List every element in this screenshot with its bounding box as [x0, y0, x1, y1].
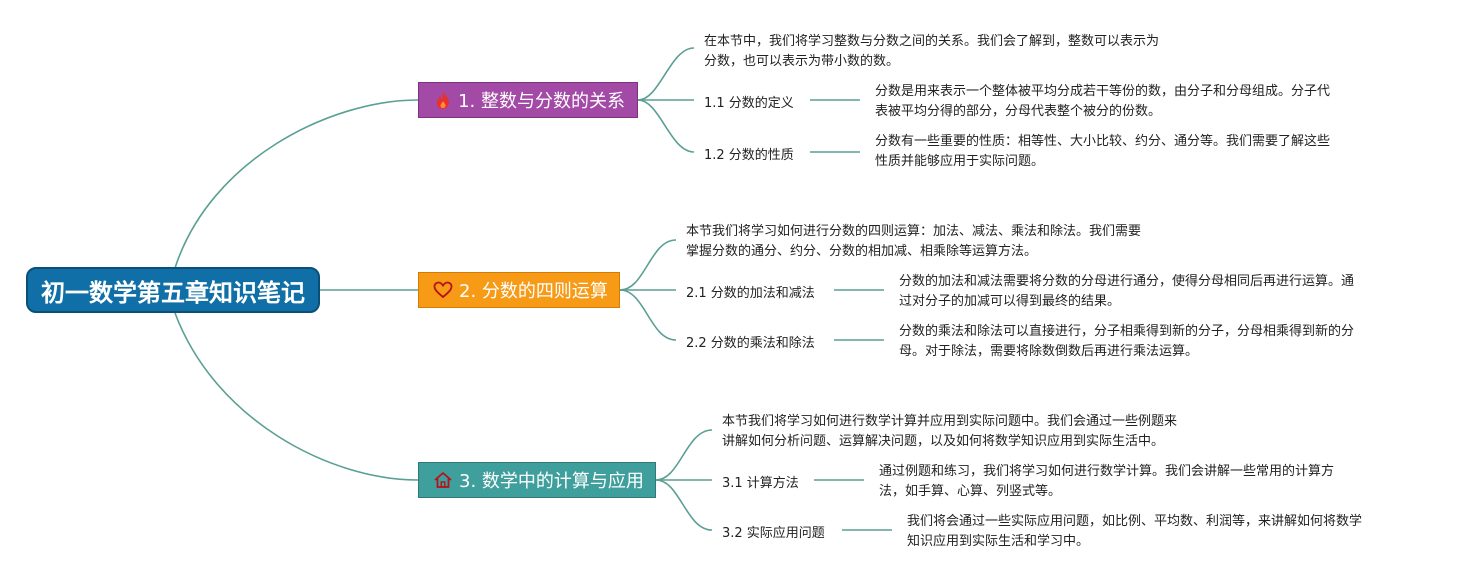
branch-3-node[interactable]: 3. 数学中的计算与应用 — [418, 462, 656, 498]
branch-2-node[interactable]: 2. 分数的四则运算 — [418, 272, 620, 308]
branch-1-intro-line-2: 分数，也可以表示为带小数的数。 — [704, 54, 900, 69]
sub-1-2-label[interactable]: 1.2 分数的性质 — [704, 148, 794, 163]
root-title: 初一数学第五章知识笔记 — [41, 278, 305, 307]
sub-3-1-desc-line-2: 法，如手算、心算、列竖式等。 — [879, 484, 1062, 499]
sub-3-2-label[interactable]: 3.2 实际应用问题 — [722, 526, 825, 541]
sub-2-1-label[interactable]: 2.1 分数的加法和减法 — [686, 286, 815, 301]
sub-2-1-desc-line-1: 分数的加法和减法需要将分数的分母进行通分，使得分母相同后再进行运算。通 — [899, 274, 1355, 289]
link-b3-s2 — [655, 479, 713, 531]
sub-2-1-desc: 分数的加法和减法需要将分数的分母进行通分，使得分母相同后再进行运算。通 过对分子… — [899, 272, 1354, 312]
sub-2-1-desc-line-2: 过对分子的加减可以得到最终的结果。 — [899, 294, 1121, 309]
sub-3-2-desc-line-2: 知识应用到实际生活和学习中。 — [907, 534, 1090, 549]
branch-1-intro: 在本节中，我们将学习整数与分数之间的关系。我们会了解到，整数可以表示为 分数，也… — [704, 32, 1159, 72]
sub-3-1-desc: 通过例题和练习，我们将学习如何进行数学计算。我们会讲解一些常用的计算方 法，如手… — [879, 462, 1334, 502]
link-b2-intro — [619, 239, 677, 291]
sub-1-2-desc-line-1: 分数有一些重要的性质：相等性、大小比较、约分、通分等。我们需要了解这些 — [875, 134, 1331, 149]
branch-3-intro: 本节我们将学习如何进行数学计算并应用到实际问题中。我们会通过一些例题来 讲解如何… — [722, 412, 1177, 452]
sub-1-1-desc-line-2: 表被平均分得的部分，分母代表整个被分的份数。 — [875, 104, 1162, 119]
link-b2-s2 — [619, 289, 677, 341]
sub-3-2-desc-line-1: 我们将会通过一些实际应用问题，如比例、平均数、利润等，来讲解如何将数学 — [907, 514, 1363, 529]
link-b1-intro — [637, 47, 695, 101]
sub-1-1-label[interactable]: 1.1 分数的定义 — [704, 96, 794, 111]
branch-3-label: 3. 数学中的计算与应用 — [459, 471, 644, 492]
branch-2-intro: 本节我们将学习如何进行分数的四则运算：加法、减法、乘法和除法。我们需要 掌握分数… — [686, 222, 1141, 262]
sub-1-1-desc: 分数是用来表示一个整体被平均分成若干等份的数，由分子和分母组成。分子代 表被平均… — [875, 82, 1330, 122]
link-root-b1 — [174, 99, 419, 269]
sub-2-2-desc: 分数的乘法和除法可以直接进行，分子相乘得到新的分子，分母相乘得到新的分 母。对于… — [899, 322, 1354, 362]
branch-1-intro-line-1: 在本节中，我们将学习整数与分数之间的关系。我们会了解到，整数可以表示为 — [704, 34, 1160, 49]
sub-3-1-label[interactable]: 3.1 计算方法 — [722, 476, 799, 491]
sub-1-1-desc-line-1: 分数是用来表示一个整体被平均分成若干等份的数，由分子和分母组成。分子代 — [875, 84, 1331, 99]
sub-2-2-desc-line-2: 母。对于除法，需要将除数倒数后再进行乘法运算。 — [899, 344, 1199, 359]
link-root-b3 — [174, 312, 419, 481]
sub-1-2-desc: 分数有一些重要的性质：相等性、大小比较、约分、通分等。我们需要了解这些 性质并能… — [875, 132, 1330, 172]
branch-2-intro-line-2: 掌握分数的通分、约分、分数的相加减、相乘除等运算方法。 — [686, 244, 1038, 259]
branch-3-intro-line-2: 讲解如何分析问题、运算解决问题，以及如何将数学知识应用到实际生活中。 — [722, 434, 1165, 449]
branch-1-node[interactable]: 1. 整数与分数的关系 — [418, 82, 638, 118]
sub-3-2-desc: 我们将会通过一些实际应用问题，如比例、平均数、利润等，来讲解如何将数学 知识应用… — [907, 512, 1362, 552]
branch-1-label: 1. 整数与分数的关系 — [458, 91, 625, 112]
sub-2-2-desc-line-1: 分数的乘法和除法可以直接进行，分子相乘得到新的分子，分母相乘得到新的分 — [899, 324, 1355, 339]
house-icon — [433, 469, 453, 491]
flame-icon — [433, 89, 452, 111]
sub-1-2-desc-line-2: 性质并能够应用于实际问题。 — [875, 154, 1045, 169]
branch-2-intro-line-1: 本节我们将学习如何进行分数的四则运算：加法、减法、乘法和除法。我们需要 — [686, 224, 1142, 239]
sub-3-1-desc-line-1: 通过例题和练习，我们将学习如何进行数学计算。我们会讲解一些常用的计算方 — [879, 464, 1335, 479]
link-b3-intro — [655, 429, 713, 481]
sub-2-2-label[interactable]: 2.2 分数的乘法和除法 — [686, 336, 815, 351]
link-b1-s2 — [637, 99, 695, 153]
branch-2-label: 2. 分数的四则运算 — [459, 281, 608, 302]
branch-3-intro-line-1: 本节我们将学习如何进行数学计算并应用到实际问题中。我们会通过一些例题来 — [722, 414, 1178, 429]
root-node[interactable]: 初一数学第五章知识笔记 — [26, 267, 320, 313]
heart-icon — [433, 279, 453, 301]
